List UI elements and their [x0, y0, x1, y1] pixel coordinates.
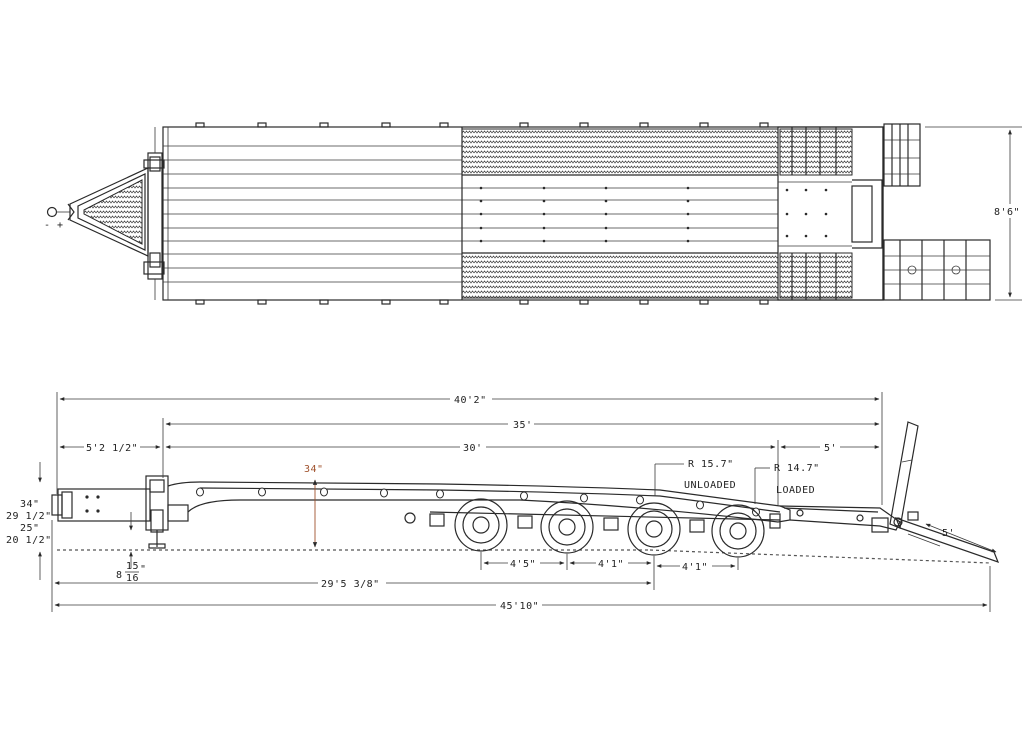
dim-row-3: 5'2 1/2" 30' 5' — [59, 440, 880, 505]
wheel-4 — [711, 504, 765, 558]
hitch-drop-unit: " — [140, 564, 147, 575]
side-view: 40'2" 35' 5'2 1/2" 30' 5' 34" — [6, 392, 1000, 612]
wheel-2 — [540, 500, 594, 554]
tread-plate-lower — [461, 252, 779, 299]
overall-length: 45'10" — [500, 601, 539, 612]
dim-40-2: 40'2" — [56, 392, 883, 505]
center-well — [461, 127, 828, 300]
dim-deck-height: 34" — [304, 464, 324, 548]
ramp-side — [889, 421, 1000, 563]
radius-callouts: R 15.7" UNLOADED R 14.7" LOADED — [654, 459, 820, 504]
hitch-drop-num: 15 — [126, 561, 139, 572]
unloaded-label: UNLOADED — [684, 480, 736, 491]
gooseneck-side — [51, 475, 189, 549]
hitch-height-4: 20 1/2" — [6, 535, 52, 546]
hitch-heights: 34" 29 1/2" 25" 20 1/2" — [6, 462, 52, 580]
main-deck-length: 35' — [513, 420, 533, 431]
hitch-drop-den: 16 — [126, 573, 139, 584]
tread-plate-upper — [461, 128, 779, 176]
beavertail-length: 5' — [824, 443, 837, 454]
axles-and-wheels — [404, 498, 781, 558]
axle-spacing-3: 4'1" — [682, 562, 708, 573]
hitch-drop: 8 15 16 " — [116, 512, 147, 584]
axle-spacing: 4'5" 4'1" 4'1" — [480, 552, 739, 590]
ramp-length: 5' — [942, 528, 955, 539]
wheel-3 — [627, 502, 681, 556]
dim-overall: 45'10" — [54, 566, 991, 612]
gooseneck-triangle — [67, 167, 149, 257]
dim-ramp: 5' — [925, 523, 997, 553]
beavertail-side — [779, 505, 901, 533]
overall-deck-length: 40'2" — [454, 395, 487, 406]
hitch-to-axle-length: 29'5 3/8" — [321, 579, 380, 590]
front-deck-planks — [163, 127, 462, 300]
width-dimension: 8'6" — [925, 126, 1022, 301]
svg-text:- +: - + — [44, 220, 64, 231]
wheel-1 — [454, 498, 508, 552]
loaded-label: LOADED — [776, 485, 815, 496]
axle-spacing-2: 4'1" — [598, 559, 624, 570]
frame-holes — [196, 487, 760, 517]
hitch-eye — [46, 206, 58, 218]
beavertail-top — [777, 126, 884, 301]
deck-height-label: 34" — [304, 464, 324, 475]
dim-hitch-to-axle: 29'5 3/8" — [51, 520, 652, 612]
width-label: 8'6" — [994, 207, 1020, 218]
radius-loaded: R 14.7" — [774, 463, 820, 474]
stake-pockets — [195, 122, 769, 305]
radius-unloaded: R 15.7" — [688, 459, 734, 470]
top-view: - + — [44, 122, 1022, 305]
hitch-height-1: 34" — [20, 499, 40, 510]
hitch-height-3: 25" — [20, 523, 40, 534]
axle-spacing-1: 4'5" — [510, 559, 536, 570]
gooseneck-length: 5'2 1/2" — [86, 443, 138, 454]
hitch-height-2: 29 1/2" — [6, 511, 52, 522]
deck-30-length: 30' — [463, 443, 483, 454]
ramp-lower — [883, 239, 991, 301]
dim-35: 35' — [162, 418, 880, 478]
ramp-upper — [883, 123, 921, 187]
hitch-drop-whole: 8 — [116, 570, 123, 581]
